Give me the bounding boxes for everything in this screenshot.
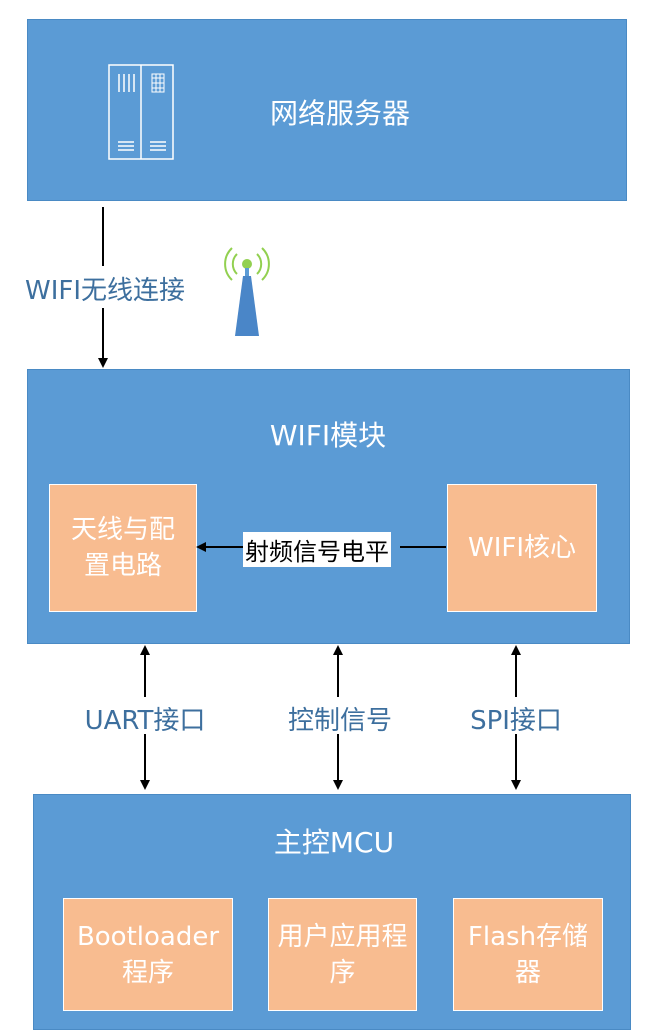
wifi-module-box: WIFI模块 天线与配置电路 WIFI核心 [27, 369, 630, 644]
bootloader-box: Bootloader程序 [63, 898, 233, 1011]
wifi-core-label: WIFI核心 [468, 533, 576, 563]
antenna-config-label: 天线与配置电路 [70, 515, 175, 581]
wifi-module-title: WIFI模块 [269, 419, 387, 452]
user-app-box: 用户应用程序 [268, 898, 417, 1011]
server-icon [108, 64, 174, 160]
wifi-core-box: WIFI核心 [447, 484, 597, 612]
rf-signal-label: 射频信号电平 [243, 532, 391, 567]
spi-interface-label: SPI接口 [466, 700, 566, 737]
bootloader-label: Bootloader程序 [76, 921, 220, 988]
flash-label: Flash存储器 [467, 921, 589, 988]
flash-box: Flash存储器 [453, 898, 603, 1011]
antenna-icon [218, 238, 276, 338]
control-signal-label: 控制信号 [285, 700, 395, 737]
server-title: 网络服务器 [269, 97, 410, 130]
uart-interface-label: UART接口 [78, 700, 212, 737]
mcu-title: 主控MCU [273, 826, 395, 859]
antenna-config-box: 天线与配置电路 [49, 484, 197, 612]
mcu-box: 主控MCU Bootloader程序 用户应用程序 Flash存储器 [33, 794, 631, 1030]
network-server-box: 网络服务器 [27, 19, 627, 201]
wifi-link-label: WIFI无线连接 [20, 270, 190, 307]
user-app-label: 用户应用程序 [277, 921, 408, 988]
